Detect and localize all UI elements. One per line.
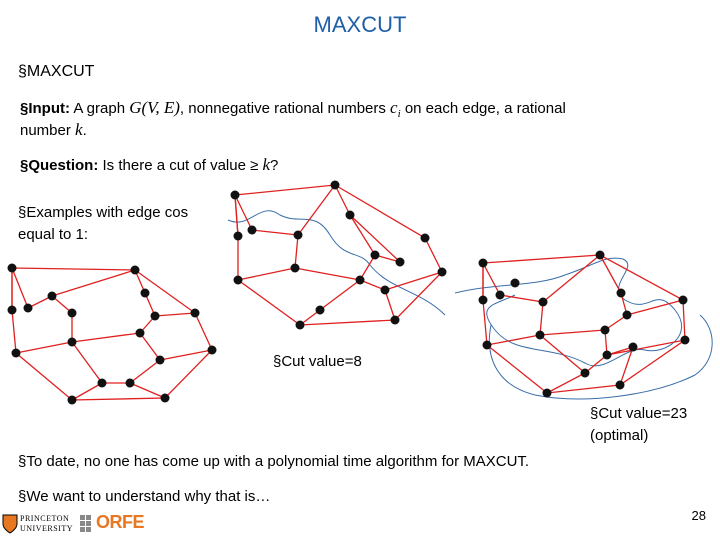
input-text-4: number xyxy=(20,122,76,139)
graph-2-edges xyxy=(234,184,443,326)
input-text-2: , nonnegative rational numbers xyxy=(179,100,391,117)
graph-3-edges xyxy=(482,254,686,394)
princeton-logo: PRINCETON UNIVERSITY xyxy=(2,511,74,537)
graph-2-cut-curve xyxy=(227,210,446,316)
example-graph-2 xyxy=(227,180,447,330)
orfe-grid-icon xyxy=(80,515,91,532)
input-text-3: on each edge, a rational xyxy=(400,100,566,117)
graph-1-edges xyxy=(11,267,213,401)
page-number: 28 xyxy=(691,508,706,523)
cut-value-23-label: §Cut value=23 xyxy=(590,405,688,422)
input-line: §Input: A graph G(V, E), nonnegative rat… xyxy=(20,98,566,124)
question-line: §Question: Is there a cut of value ≥ k? xyxy=(20,155,278,176)
maxcut-heading: §MAXCUT xyxy=(18,63,95,80)
input-label: §Input: xyxy=(20,100,70,117)
input-text-1: A graph xyxy=(70,100,130,117)
question-label: §Question: xyxy=(20,157,99,174)
cut-value-23-optimal: (optimal) xyxy=(590,427,649,444)
princeton-logo-text-1: PRINCETON xyxy=(20,514,70,523)
input-math-c-sub: i xyxy=(397,108,401,120)
examples-line-1: §Examples with edge cos xyxy=(18,204,189,221)
princeton-logo-text-2: UNIVERSITY xyxy=(20,524,73,533)
cut-value-8-label: §Cut value=8 xyxy=(273,353,362,370)
graph-1-nodes xyxy=(7,263,217,405)
orfe-logo: ORFE xyxy=(80,512,150,536)
graph-2-nodes xyxy=(230,180,447,330)
input-text-5: . xyxy=(82,122,87,139)
want-bullet: §We want to understand why that is… xyxy=(18,488,271,505)
question-text: Is there a cut of value ≥ xyxy=(98,157,263,174)
input-math-c: c xyxy=(390,98,398,117)
example-graph-1 xyxy=(7,263,217,405)
question-math-k: k xyxy=(262,155,271,174)
input-math-k: k xyxy=(75,120,83,139)
slide-title: MAXCUT xyxy=(313,12,407,37)
input-line-2: number k. xyxy=(20,120,87,141)
example-graph-3 xyxy=(455,250,713,400)
examples-line-2: equal to 1: xyxy=(18,226,89,243)
princeton-shield-icon xyxy=(2,514,18,534)
graph-3-cut-curve xyxy=(455,257,682,367)
input-math-graph: G(V, E) xyxy=(129,98,180,117)
graph-3-nodes xyxy=(478,250,690,398)
question-end: ? xyxy=(270,157,279,174)
orfe-logo-text: ORFE xyxy=(96,512,145,532)
to-date-bullet: §To date, no one has come up with a poly… xyxy=(18,453,530,470)
